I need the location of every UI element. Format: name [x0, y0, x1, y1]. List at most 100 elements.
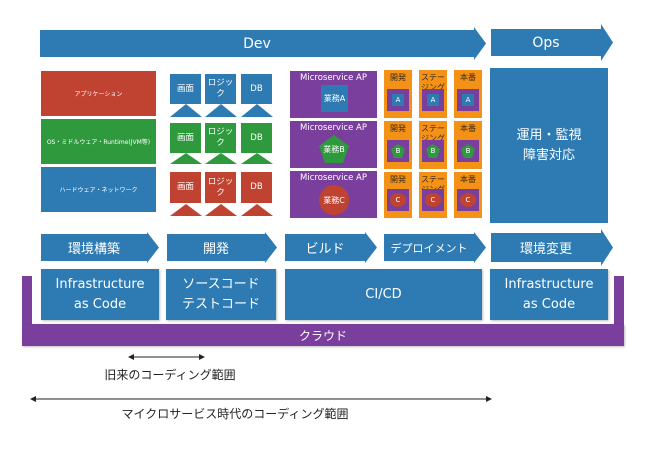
tier-screen-tile: 画面 — [170, 172, 201, 203]
env-cell-staging-b: ステージング B — [419, 121, 447, 169]
tier-logic-tile: ロジック — [205, 172, 236, 203]
test-code-line: テストコード — [181, 296, 260, 312]
service-c-label: 業務C — [323, 195, 345, 205]
tier-db-tile: DB — [241, 123, 272, 153]
step-arrow-shape — [285, 232, 377, 263]
ops-arrow-shape — [491, 24, 613, 61]
service-c-circle: 業務C — [319, 185, 349, 215]
tier-label: DB — [250, 83, 263, 94]
legacy-range-arrow — [128, 354, 205, 360]
stack-hardware: ハードウェア・ネットワーク — [41, 167, 156, 212]
service-b-pentagon — [319, 135, 349, 163]
step-arrow-env-build: 環境構築 — [41, 232, 159, 263]
cicd-box: CI/CD — [285, 269, 482, 320]
service-b-badge: B — [395, 147, 401, 155]
tier-base-triangle — [205, 104, 237, 117]
tier-base-triangle — [241, 104, 273, 117]
env-service-frame: B — [422, 140, 444, 162]
microservice-range-label: マイクロサービス時代のコーディング範囲 — [121, 407, 349, 421]
env-service-frame: C — [387, 189, 409, 211]
env-cell-staging-a: ステージング A — [419, 70, 447, 118]
service-a-square: 業務A — [321, 85, 348, 112]
microservice-c-panel: Microservice AP 業務C — [290, 171, 377, 218]
env-service-frame: C — [457, 189, 479, 211]
env-service-frame: A — [387, 89, 409, 111]
step-label: デプロイメント — [390, 241, 468, 255]
cloud-left-wall — [22, 276, 32, 328]
dev-phase-arrow: Dev — [40, 27, 486, 60]
tier-base-triangle — [170, 204, 202, 216]
env-label: ステージング — [421, 73, 445, 92]
step-arrow-deploy: デプロイメント — [384, 232, 486, 263]
tier-base-triangle — [170, 104, 202, 117]
tier-db-tile: DB — [241, 172, 272, 203]
tier-screen-tile: 画面 — [170, 123, 201, 153]
step-label: 環境構築 — [67, 242, 120, 257]
source-code-box: ソースコード テストコード — [166, 269, 276, 320]
env-cell-dev-c: 開発 C — [384, 172, 412, 218]
env-label: 開発 — [390, 73, 406, 82]
cloud-bar: クラウド — [22, 324, 624, 346]
iac-right-line-2: as Code — [522, 296, 576, 312]
env-label: 本番 — [460, 73, 476, 82]
service-a-badge: A — [427, 94, 439, 106]
cicd-label: CI/CD — [365, 286, 402, 302]
tier-label: DB — [250, 182, 263, 192]
tier-base-triangle — [205, 153, 237, 164]
env-label: 本番 — [460, 175, 476, 184]
env-label: 開発 — [390, 175, 406, 184]
microservice-b-panel: Microservice AP 業務B — [290, 121, 377, 168]
ops-line-2: 障害対応 — [522, 147, 575, 163]
range-arrows — [30, 354, 492, 402]
env-label: 開発 — [390, 124, 406, 133]
dev-phase-label: Dev — [243, 35, 271, 52]
ops-operations-box: 運用・監視 障害対応 — [490, 68, 608, 223]
service-a-badge: A — [392, 94, 404, 106]
stack-hardware-label: ハードウェア・ネットワーク — [59, 187, 138, 194]
step-label: 開発 — [202, 242, 229, 257]
legacy-range-label: 旧来のコーディング範囲 — [104, 368, 236, 382]
step-arrow-build: ビルド — [285, 232, 377, 263]
ops-phase-arrow: Ops — [491, 24, 613, 61]
service-a-badge: A — [462, 94, 474, 106]
env-service-frame: C — [422, 189, 444, 211]
env-service-frame: B — [457, 140, 479, 162]
iac-box-left: Infrastructure as Code — [41, 269, 159, 320]
env-label: 本番 — [460, 124, 476, 133]
cloud-right-wall — [614, 276, 624, 328]
service-c-badge: C — [390, 193, 406, 207]
microservice-a-panel: Microservice AP 業務A — [290, 71, 377, 118]
tier-logic-tile: ロジック — [205, 123, 236, 153]
step-label: ビルド — [305, 242, 345, 257]
iac-left-line-1: Infrastructure — [55, 276, 145, 292]
tier-label: 画面 — [176, 182, 194, 192]
iac-right-line-1: Infrastructure — [504, 276, 594, 292]
service-c-badge: C — [460, 193, 476, 207]
service-a-label: 業務A — [323, 94, 346, 103]
stack-application-label: アプリケーション — [74, 91, 123, 98]
tier-label: 画面 — [176, 132, 194, 143]
step-arrow-shape — [41, 232, 159, 263]
dev-arrow-shape — [40, 27, 486, 60]
step-arrow-shape — [384, 232, 486, 263]
service-c-badge: C — [425, 193, 441, 207]
iac-box-right: Infrastructure as Code — [490, 269, 608, 320]
env-cell-dev-b: 開発 B — [384, 121, 412, 169]
env-cell-staging-c: ステージング C — [419, 172, 447, 218]
service-b-label: 業務B — [323, 145, 345, 154]
tier-label: 画面 — [176, 83, 194, 94]
stack-os-middleware: OS・ミドルウェア・Runtime(JVM等) — [41, 119, 156, 164]
source-code-line: ソースコード — [182, 276, 260, 292]
tier-label: ロジック — [207, 78, 234, 99]
tier-label: ロジック — [207, 176, 234, 198]
tier-label: DB — [250, 132, 263, 143]
ops-phase-label: Ops — [532, 34, 560, 51]
step-arrow-env-change: 環境変更 — [491, 229, 613, 266]
ops-line-1: 運用・監視 — [516, 127, 582, 143]
step-arrow-shape — [491, 229, 613, 266]
tier-db-tile: DB — [241, 74, 272, 104]
env-service-frame: A — [422, 89, 444, 111]
env-cell-dev-a: 開発 A — [384, 70, 412, 118]
step-label: 環境変更 — [519, 242, 572, 257]
service-b-pentagon — [391, 144, 405, 158]
